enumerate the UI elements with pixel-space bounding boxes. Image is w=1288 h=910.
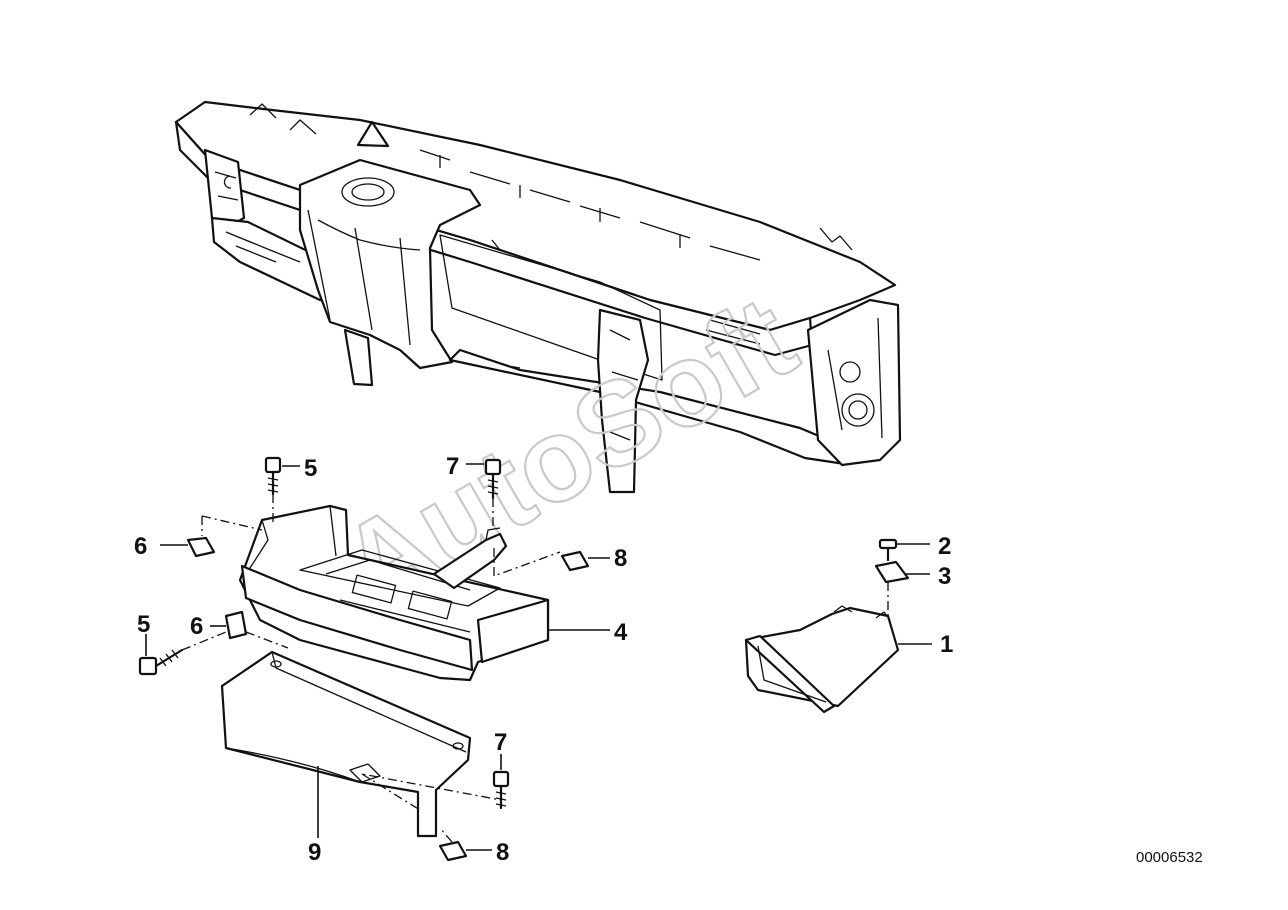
clip-nut-icon[interactable] xyxy=(186,536,216,558)
callout-4[interactable]: 4 xyxy=(614,619,628,646)
callout-5[interactable]: 5 xyxy=(137,611,150,638)
bolt-icon[interactable] xyxy=(264,456,282,496)
callout-6[interactable]: 6 xyxy=(134,533,147,560)
callout-8[interactable]: 8 xyxy=(496,839,509,866)
callout-6[interactable]: 6 xyxy=(190,613,203,640)
callout-2[interactable]: 2 xyxy=(938,533,951,560)
assembly-lines xyxy=(181,494,889,843)
callout-9[interactable]: 9 xyxy=(308,839,321,866)
callout-8[interactable]: 8 xyxy=(614,545,627,572)
callout-7[interactable]: 7 xyxy=(494,729,507,756)
air-duct[interactable] xyxy=(744,605,900,714)
clip-nut-icon[interactable] xyxy=(438,840,468,862)
clip-nut-icon[interactable] xyxy=(224,610,248,640)
callout-3[interactable]: 3 xyxy=(938,563,951,590)
clip-icon[interactable] xyxy=(874,560,910,584)
callout-1[interactable]: 1 xyxy=(940,631,953,658)
callout-7[interactable]: 7 xyxy=(446,453,459,480)
cover-plate[interactable] xyxy=(220,650,472,838)
callout-5[interactable]: 5 xyxy=(304,455,317,482)
diagram-number: 00006532 xyxy=(1136,849,1203,866)
clip-nut-icon[interactable] xyxy=(560,550,590,572)
leader-lines xyxy=(145,463,932,851)
screw-icon[interactable] xyxy=(878,538,898,562)
front-panel-carrier[interactable] xyxy=(174,100,902,494)
bolt-icon[interactable] xyxy=(138,648,184,676)
air-guide-tray[interactable] xyxy=(238,504,550,682)
bolt-icon[interactable] xyxy=(484,458,502,500)
